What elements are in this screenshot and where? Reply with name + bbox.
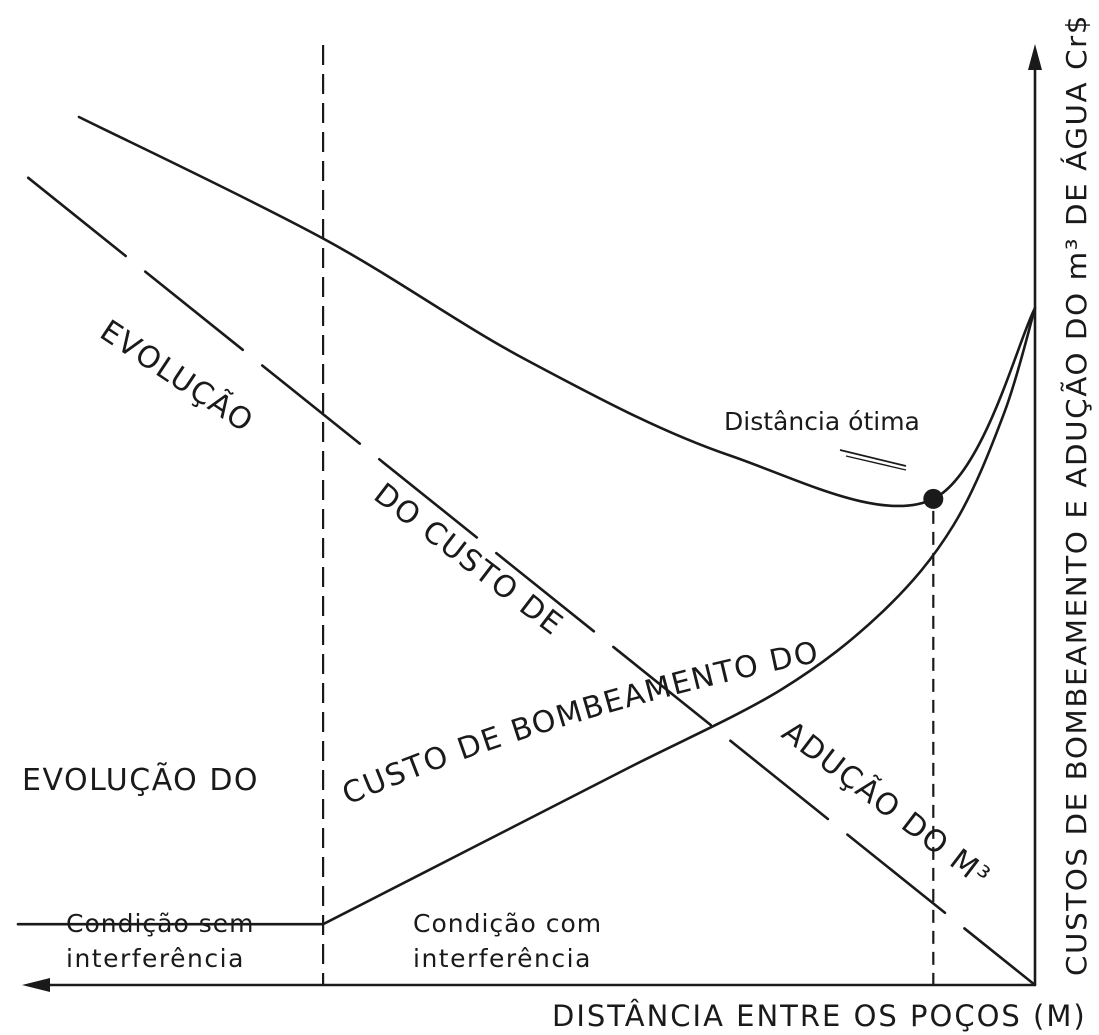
optimum-point xyxy=(923,488,944,509)
pumping-label-part1: EVOLUÇÃO DO xyxy=(22,762,259,798)
region-with-interference-line1: Condição com xyxy=(413,909,602,938)
pumping-cost-curve xyxy=(16,306,1037,926)
pumping-label-part2: CUSTO DE BOMBEAMENTO DO m³ xyxy=(0,0,832,812)
y-axis-title: CUSTOS DE BOMBEAMENTO E ADUÇÃO DO m³ DE … xyxy=(1059,14,1093,976)
x-axis-title: DISTÂNCIA ENTRE OS POÇOS (M) xyxy=(552,999,1087,1033)
adduction-label-part1: EVOLUÇÃO xyxy=(94,314,260,441)
total-cost-curve xyxy=(77,115,1037,508)
region-without-interference-line1: Condição sem xyxy=(66,909,254,938)
optimum-pointer-line-2 xyxy=(845,455,907,471)
adduction-cost-line xyxy=(26,176,1037,987)
y-axis-arrow xyxy=(1028,44,1042,70)
optimum-pointer-line xyxy=(839,449,907,467)
adduction-label-part2: DO CUSTO DE xyxy=(367,477,570,644)
region-without-interference-line2: interferência xyxy=(66,944,245,973)
region-with-interference-line2: interferência xyxy=(413,944,592,973)
axes xyxy=(22,44,1042,992)
x-axis-arrow xyxy=(22,978,50,992)
optimum-label: Distância ótima xyxy=(724,407,920,436)
